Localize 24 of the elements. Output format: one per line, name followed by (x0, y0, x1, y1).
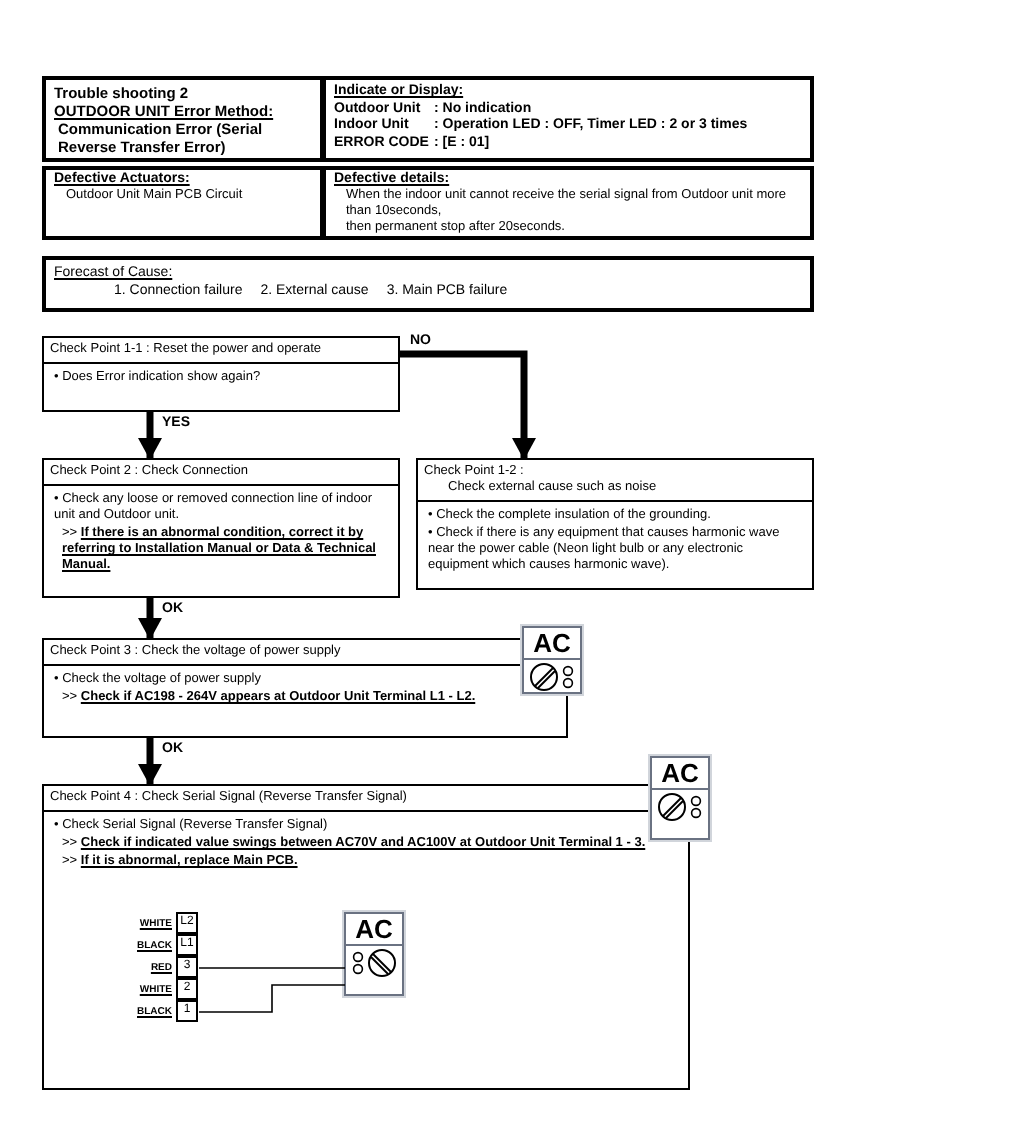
arrow (138, 738, 162, 786)
check-point-box (42, 336, 400, 412)
ac-label: AC (524, 628, 580, 660)
info-box (322, 76, 814, 162)
terminal-box (176, 956, 198, 978)
terminal-box (176, 978, 198, 1000)
terminal-box (176, 1000, 198, 1022)
wire (198, 984, 346, 1013)
info-box (42, 256, 814, 312)
arrow (138, 598, 162, 640)
arrow (138, 412, 162, 460)
check-point-box (416, 458, 814, 590)
ac-terminal-box (344, 912, 404, 996)
ac-label: AC (652, 758, 708, 790)
arrow (400, 350, 536, 460)
wire (198, 967, 346, 969)
info-box (42, 166, 324, 240)
info-box (322, 166, 814, 240)
ac-terminal-box (522, 626, 582, 694)
check-point-box (42, 784, 690, 1090)
check-point-box (42, 458, 400, 598)
ac-terminal-box (650, 756, 710, 840)
info-box (42, 76, 324, 162)
ac-label: AC (346, 914, 402, 946)
